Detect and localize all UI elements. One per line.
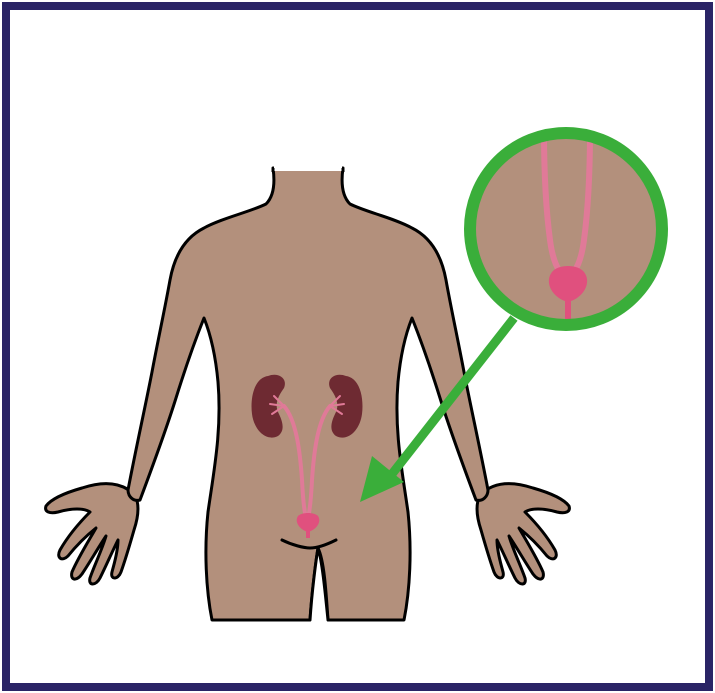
neck-gap — [274, 163, 342, 171]
magnifier-circle — [470, 130, 662, 330]
